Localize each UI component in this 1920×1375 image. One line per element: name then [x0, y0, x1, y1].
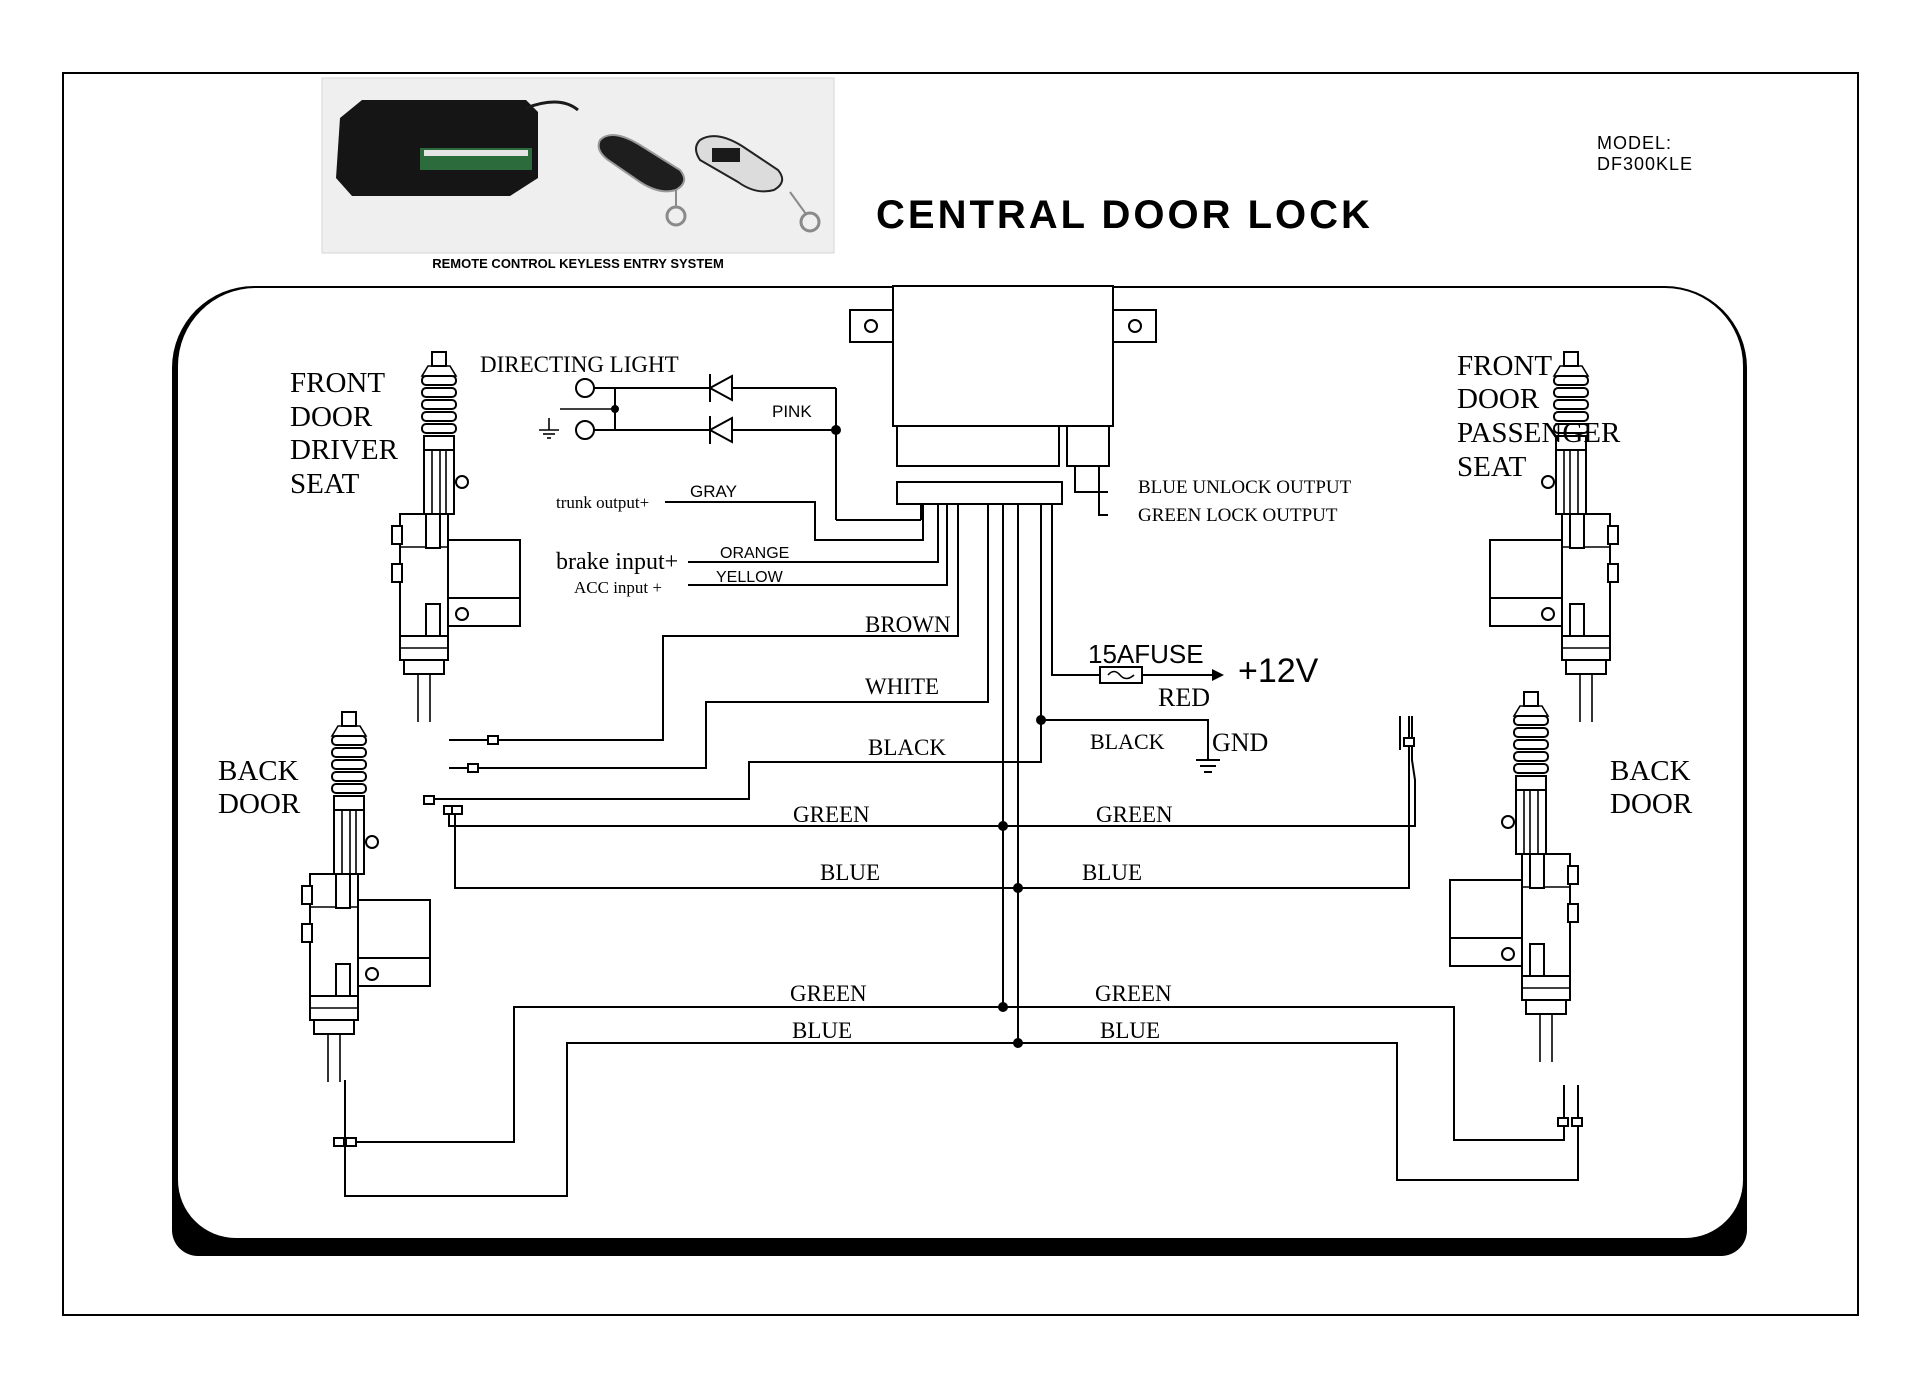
- remote-key-fob-right-image: [695, 135, 821, 233]
- green-lock-output-label: GREEN LOCK OUTPUT: [1138, 505, 1338, 526]
- green-wire-label: GREEN: [790, 981, 867, 1006]
- acc-input-label: ACC input +: [574, 578, 662, 597]
- page-frame: [62, 72, 1859, 1316]
- door-wiring: [333, 716, 1583, 1197]
- directing-light-circuit: [539, 374, 922, 521]
- main-connector: [896, 425, 1060, 467]
- brake-input-label: brake input+: [556, 549, 678, 575]
- black-wire-label: BLACK: [868, 735, 946, 760]
- control-module-image: [336, 100, 579, 196]
- pink-wire-label: PINK: [772, 402, 812, 421]
- green-wire-label: GREEN: [1095, 981, 1172, 1006]
- svg-text:DOOR: DOOR: [218, 788, 301, 820]
- ground-icon: [539, 418, 559, 439]
- directing-light-label: DIRECTING LIGHT: [480, 352, 679, 377]
- back-right-label: BACK DOOR: [1610, 755, 1693, 820]
- blue-unlock-output-label: BLUE UNLOCK OUTPUT: [1138, 477, 1352, 498]
- harness-connector: [896, 481, 1063, 505]
- model-number: DF300KLE: [1597, 154, 1693, 174]
- svg-text:DOOR: DOOR: [290, 401, 373, 433]
- trunk-output-label: trunk output+: [556, 493, 649, 512]
- lamp-icon: [575, 420, 595, 440]
- photo-caption: REMOTE CONTROL KEYLESS ENTRY SYSTEM: [432, 256, 724, 271]
- front-driver-label: FRONT DOOR DRIVER SEAT: [290, 367, 399, 500]
- red-wire-label: RED: [1158, 683, 1210, 712]
- page-title: CENTRAL DOOR LOCK: [876, 193, 1373, 237]
- lock-output-connector: [1066, 425, 1110, 467]
- blue-wire-label: BLUE: [1082, 860, 1142, 885]
- black-gnd-wire-label: BLACK: [1090, 729, 1165, 754]
- blue-wire-label: BLUE: [1100, 1018, 1160, 1043]
- orange-wire-label: ORANGE: [720, 545, 789, 562]
- svg-text:FRONT: FRONT: [1457, 350, 1552, 382]
- model-label: MODEL:: [1597, 133, 1672, 153]
- yellow-wire-label: YELLOW: [716, 569, 784, 586]
- gnd-label: GND: [1212, 728, 1268, 757]
- product-photo: [321, 77, 835, 254]
- front-passenger-label: FRONT DOOR PASSENGER SEAT: [1457, 350, 1621, 483]
- supply-voltage-label: +12V: [1238, 652, 1319, 690]
- green-wire-label: GREEN: [1096, 802, 1173, 827]
- svg-text:PASSENGER: PASSENGER: [1457, 417, 1621, 449]
- ground-icon: [1196, 759, 1220, 773]
- svg-text:SEAT: SEAT: [1457, 451, 1527, 483]
- white-wire-label: WHITE: [865, 674, 939, 699]
- remote-key-fob-left-image: [597, 134, 687, 227]
- gray-wire-label: GRAY: [690, 482, 737, 501]
- signal-wires: [435, 466, 1224, 1042]
- brown-wire-label: BROWN: [865, 612, 951, 637]
- svg-text:BACK: BACK: [1610, 755, 1691, 787]
- back-left-label: BACK DOOR: [218, 755, 301, 820]
- svg-text:DOOR: DOOR: [1610, 788, 1693, 820]
- svg-text:BACK: BACK: [218, 755, 299, 787]
- blue-wire-label: BLUE: [820, 860, 880, 885]
- blue-wire-label: BLUE: [792, 1018, 852, 1043]
- svg-text:SEAT: SEAT: [290, 468, 360, 500]
- lamp-icon: [575, 378, 595, 398]
- svg-text:FRONT: FRONT: [290, 367, 385, 399]
- green-wire-label: GREEN: [793, 802, 870, 827]
- svg-text:DOOR: DOOR: [1457, 383, 1540, 415]
- control-module: [849, 285, 1157, 505]
- svg-text:DRIVER: DRIVER: [290, 434, 399, 466]
- fuse-label: 15AFUSE: [1088, 639, 1204, 669]
